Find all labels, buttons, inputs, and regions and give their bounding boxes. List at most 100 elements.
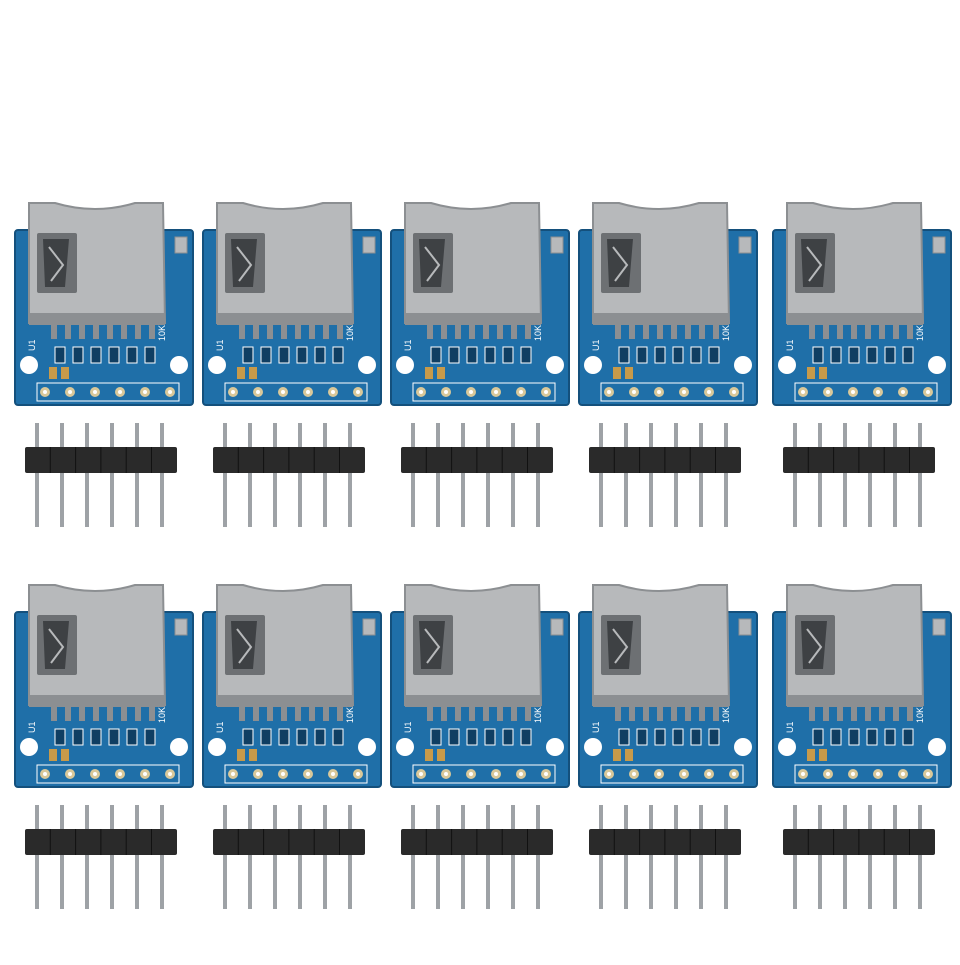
smd-resistor [314, 346, 326, 364]
pin-outline [600, 382, 744, 402]
smd-resistor [636, 728, 648, 746]
silkscreen-10k: 10K [345, 707, 355, 723]
pin-header-icon [213, 423, 365, 527]
pin-hole [494, 390, 498, 394]
smd-resistor [332, 728, 344, 746]
header-pin [868, 805, 872, 909]
pin-hole [331, 390, 335, 394]
pin-hole [801, 390, 805, 394]
pin-header-icon [213, 805, 365, 909]
pin-hole [657, 772, 661, 776]
socket-contact [295, 323, 301, 339]
pin-hole [43, 390, 47, 394]
smd-capacitor [249, 749, 257, 761]
socket-contact [879, 323, 885, 339]
silkscreen-u1: U1 [215, 339, 225, 351]
mounting-hole [778, 738, 796, 756]
smd-resistor [90, 346, 102, 364]
header-pin [511, 423, 515, 527]
socket-contact [107, 323, 113, 339]
smd-capacitor [625, 749, 633, 761]
socket-contact [525, 323, 531, 339]
header-pin [624, 423, 628, 527]
socket-contact [337, 323, 343, 339]
socket-contact [65, 705, 71, 721]
socket-contact [879, 705, 885, 721]
smd-capacitor [613, 367, 621, 379]
silkscreen-10k: 10K [533, 707, 543, 723]
header-pin [35, 805, 39, 909]
smd-resistor [618, 728, 630, 746]
socket-contact [455, 323, 461, 339]
header-pin [436, 805, 440, 909]
mounting-hole [396, 356, 414, 374]
header-pin [461, 423, 465, 527]
socket-contact [93, 323, 99, 339]
socket-contact [685, 323, 691, 339]
smd-resistor [672, 346, 684, 364]
pin-hole [851, 772, 855, 776]
smd-capacitor [237, 749, 245, 761]
header-pin [893, 805, 897, 909]
pin-hole [632, 772, 636, 776]
socket-contact [671, 323, 677, 339]
socket-contact [281, 323, 287, 339]
socket-contact [441, 705, 447, 721]
smd-resistor [108, 346, 120, 364]
smd-capacitor [437, 749, 445, 761]
pin-outline [36, 764, 180, 784]
smd-resistor [430, 346, 442, 364]
header-pin [248, 423, 252, 527]
smd-resistor [690, 728, 702, 746]
socket-contact [239, 705, 245, 721]
pin-outline [794, 764, 938, 784]
smd-resistor [72, 728, 84, 746]
smd-capacitor [819, 749, 827, 761]
pin-hole [231, 390, 235, 394]
pin-hole [93, 390, 97, 394]
silkscreen-10k: 10K [915, 325, 925, 341]
smd-resistor [708, 346, 720, 364]
pin-hole [801, 772, 805, 776]
mounting-hole [584, 738, 602, 756]
pin-header-icon [589, 805, 741, 909]
socket-contact [685, 705, 691, 721]
smd-capacitor [437, 367, 445, 379]
socket-contact [149, 323, 155, 339]
header-pin [918, 805, 922, 909]
smd-resistor [618, 346, 630, 364]
smd-resistor [54, 728, 66, 746]
pin-header-icon [783, 805, 935, 909]
header-pin [323, 423, 327, 527]
socket-contact [907, 323, 913, 339]
socket-contact [823, 705, 829, 721]
pin-header-icon [401, 805, 553, 909]
smd-resistor [332, 346, 344, 364]
header-pin [486, 423, 490, 527]
silkscreen-u1: U1 [785, 721, 795, 733]
socket-contact [643, 323, 649, 339]
header-pin [818, 423, 822, 527]
smd-resistor [520, 728, 532, 746]
pin-hole [519, 390, 523, 394]
smd-capacitor [49, 749, 57, 761]
microsd-socket-icon [592, 584, 731, 707]
smd-resistor [484, 346, 496, 364]
socket-contact [837, 705, 843, 721]
smd-resistor [848, 728, 860, 746]
smd-resistor [654, 728, 666, 746]
pin-hole [256, 390, 260, 394]
header-pin [699, 805, 703, 909]
smd-resistor [520, 346, 532, 364]
smd-resistor [72, 346, 84, 364]
pin-hole [682, 772, 686, 776]
header-pin [85, 805, 89, 909]
socket-contact [713, 323, 719, 339]
pin-outline [224, 764, 368, 784]
pin-hole [876, 772, 880, 776]
microsd-socket-icon [28, 202, 167, 325]
silkscreen-u1: U1 [785, 339, 795, 351]
header-pin [793, 423, 797, 527]
